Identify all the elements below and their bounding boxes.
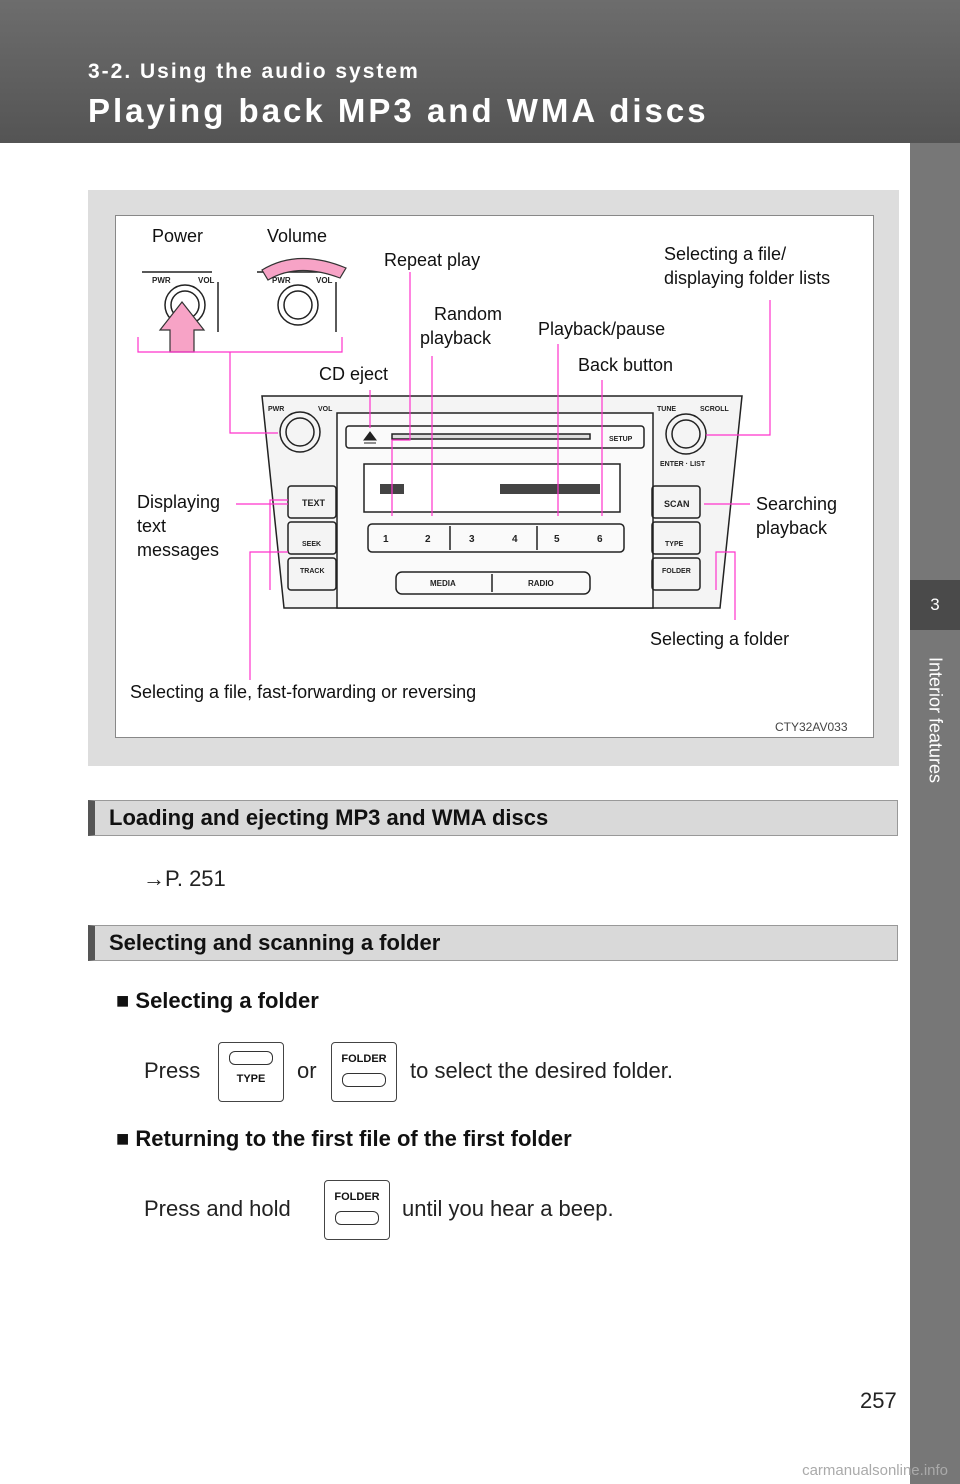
folder-button-label-2: FOLDER xyxy=(334,1191,380,1203)
callout-random-2: playback xyxy=(420,328,492,348)
callout-power: Power xyxy=(152,226,204,246)
volume-rotate-arrow xyxy=(261,257,347,281)
watermark: carmanualsonline.info xyxy=(802,1462,948,1479)
callout-cd-eject: CD eject xyxy=(319,364,389,384)
unit-type-button: TYPE xyxy=(665,541,684,548)
sub1-or: or xyxy=(297,1058,317,1083)
power-press-arrow xyxy=(158,301,206,353)
callout-text-2: text xyxy=(137,516,167,536)
sub1-rest: to select the desired folder. xyxy=(410,1058,673,1083)
folder-button-label: FOLDER xyxy=(341,1053,387,1065)
unit-radio-button: RADIO xyxy=(528,579,554,588)
callout-text-3: messages xyxy=(137,540,220,560)
loading-heading: Loading and ejecting MP3 and WMA discs xyxy=(88,800,898,836)
callout-repeat: Repeat play xyxy=(384,250,481,270)
inset-vol-label: VOL xyxy=(198,276,215,285)
callout-select-ff: Selecting a file, fast-forwarding or rev… xyxy=(130,682,477,702)
type-button-label: TYPE xyxy=(236,1073,266,1085)
unit-track-button: TRACK xyxy=(300,568,325,575)
unit-text-button: TEXT xyxy=(302,498,326,508)
audio-unit-body xyxy=(261,395,743,609)
audio-unit-illustration: PWR VOL PWR VOL PWR VOL TUNE SCROLL xyxy=(137,257,771,680)
unit-folder-button: FOLDER xyxy=(662,568,691,575)
unit-seek-button: SEEK xyxy=(302,541,321,548)
preset-3: 3 xyxy=(469,534,475,545)
callout-select-file-2: displaying folder lists xyxy=(664,268,831,288)
folder-button-icon-2: FOLDER xyxy=(324,1180,390,1240)
unit-pwr-label: PWR xyxy=(268,406,284,413)
inset-vol-label-2: VOL xyxy=(316,276,333,285)
page-header: 3-2. Using the audio system Playing back… xyxy=(0,0,960,143)
preset-6: 6 xyxy=(597,534,603,545)
sub-heading-select-folder: ■ Selecting a folder xyxy=(116,988,319,1013)
figure-code: CTY32AV033 xyxy=(775,720,848,734)
unit-setup-button: SETUP xyxy=(609,436,633,443)
preset-4: 4 xyxy=(512,534,518,545)
callout-playback-pause: Playback/pause xyxy=(538,319,666,339)
loading-page-ref: →P. 251 xyxy=(143,866,226,891)
callout-back-button: Back button xyxy=(578,355,674,375)
callout-scan-1: Searching xyxy=(756,494,838,514)
callout-lines xyxy=(137,272,771,680)
sub-heading-first-file: ■ Returning to the first file of the fir… xyxy=(116,1126,572,1151)
unit-tune-label: TUNE xyxy=(657,406,676,413)
sub1-press: Press xyxy=(144,1058,201,1083)
side-tab xyxy=(910,143,960,1484)
unit-scroll-label: SCROLL xyxy=(700,406,730,413)
type-button-icon: TYPE xyxy=(218,1042,284,1102)
sub2-press: Press and hold xyxy=(144,1196,291,1221)
callout-random-1: Random xyxy=(434,304,503,324)
inset-pwr-label: PWR xyxy=(152,276,171,285)
section-label: 3-2. Using the audio system xyxy=(88,60,420,83)
folder-heading: Selecting and scanning a folder xyxy=(88,925,898,961)
callout-select-file-1: Selecting a file/ xyxy=(664,244,787,264)
callout-text-1: Displaying xyxy=(137,492,221,512)
callout-select-folder: Selecting a folder xyxy=(650,629,790,649)
callout-volume: Volume xyxy=(267,226,328,246)
callout-scan-2: playback xyxy=(756,518,828,538)
unit-scan-button: SCAN xyxy=(664,499,690,509)
unit-enter-list-label: ENTER · LIST xyxy=(660,461,706,468)
eject-icon xyxy=(363,431,377,444)
folder-button-icon: FOLDER xyxy=(331,1042,397,1102)
page-number: 257 xyxy=(860,1388,897,1413)
chapter-number: 3 xyxy=(910,580,960,630)
unit-vol-label: VOL xyxy=(318,406,333,413)
preset-2: 2 xyxy=(425,534,431,545)
preset-5: 5 xyxy=(554,534,560,545)
sub2-rest: until you hear a beep. xyxy=(402,1196,614,1221)
page-title: Playing back MP3 and WMA discs xyxy=(88,92,709,129)
unit-media-button: MEDIA xyxy=(430,579,456,588)
inset-pwr-label-2: PWR xyxy=(272,276,291,285)
preset-1: 1 xyxy=(383,534,389,545)
